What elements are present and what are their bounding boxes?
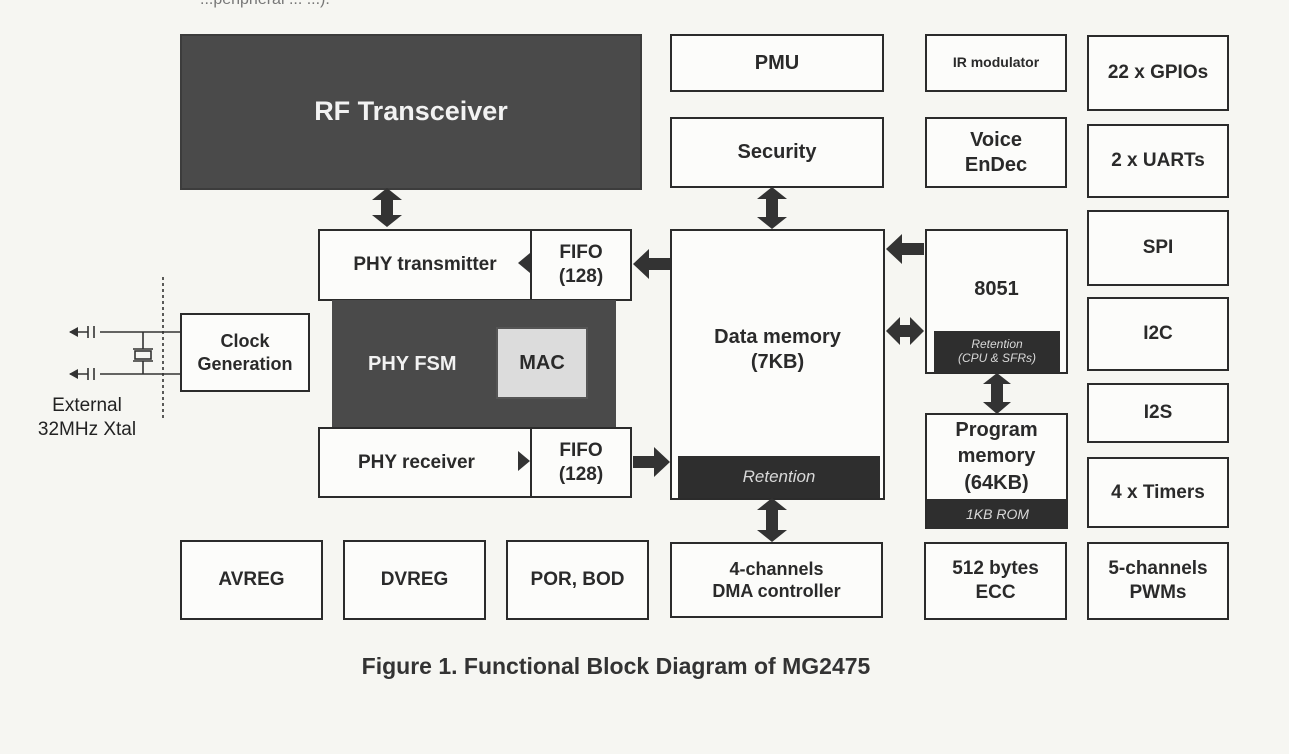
security-block: Security [670, 117, 884, 188]
i2c-block: I2C [1087, 297, 1229, 371]
fifo-rx-block: FIFO (128) [530, 427, 632, 498]
data-memory-label: Data memory (7KB) [714, 326, 841, 373]
cpu-datamem-double-arrow [886, 317, 924, 345]
clock-generation-block: Clock Generation [180, 313, 310, 392]
voice-endec-block: Voice EnDec [925, 117, 1067, 188]
por-bod-block: POR, BOD [506, 540, 649, 620]
dvreg-block: DVREG [343, 540, 486, 620]
phy-fsm-label: PHY FSM [368, 352, 457, 375]
pmu-block: PMU [670, 34, 884, 92]
cpu-progmem-arrow [983, 373, 1011, 414]
top-cut-text: ...peripheral ... ...). [200, 0, 880, 9]
cpu-datamem-arrow [886, 234, 924, 264]
mac-block: MAC [496, 327, 588, 399]
security-data-arrow [757, 187, 787, 229]
data-memory-retention-bar: Retention [678, 456, 880, 498]
i2s-block: I2S [1087, 383, 1229, 443]
xtal-arrowheads [69, 327, 78, 379]
rf-transceiver-block: RF Transceiver [180, 34, 642, 190]
dma-controller-block: 4-channels DMA controller [670, 542, 883, 618]
figure-caption: Figure 1. Functional Block Diagram of MG… [361, 653, 871, 679]
phy-receiver-label: PHY receiver [358, 451, 475, 473]
pwms-block: 5-channels PWMs [1087, 542, 1229, 620]
data-memory-block: Data memory (7KB) [670, 229, 885, 500]
cpu-8051-label: 8051 [974, 278, 1019, 300]
fifo-phy-tx-arrow [518, 253, 530, 273]
program-memory-rom-bar: 1KB ROM [927, 499, 1068, 529]
external-xtal-label: External 32MHz Xtal [37, 395, 137, 440]
phy-transmitter-block: PHY transmitter [318, 229, 532, 301]
phy-rx-fifo-arrow [518, 451, 530, 471]
uarts-block: 2 x UARTs [1087, 124, 1229, 198]
ecc-block: 512 bytes ECC [924, 542, 1067, 620]
timers-block: 4 x Timers [1087, 457, 1229, 528]
gpios-block: 22 x GPIOs [1087, 35, 1229, 111]
datamem-dma-arrow [757, 498, 787, 542]
spi-block: SPI [1087, 210, 1229, 286]
datamem-fifo-tx-arrow [633, 249, 670, 279]
ir-modulator-block: IR modulator [925, 34, 1067, 92]
fifo-rx-datamem-arrow [633, 447, 670, 477]
program-memory-label: Program memory (64KB) [955, 419, 1038, 494]
cpu-retention-bar: Retention (CPU & SFRs) [934, 331, 1060, 373]
rf-phy-arrow [372, 188, 402, 227]
avreg-block: AVREG [180, 540, 323, 620]
